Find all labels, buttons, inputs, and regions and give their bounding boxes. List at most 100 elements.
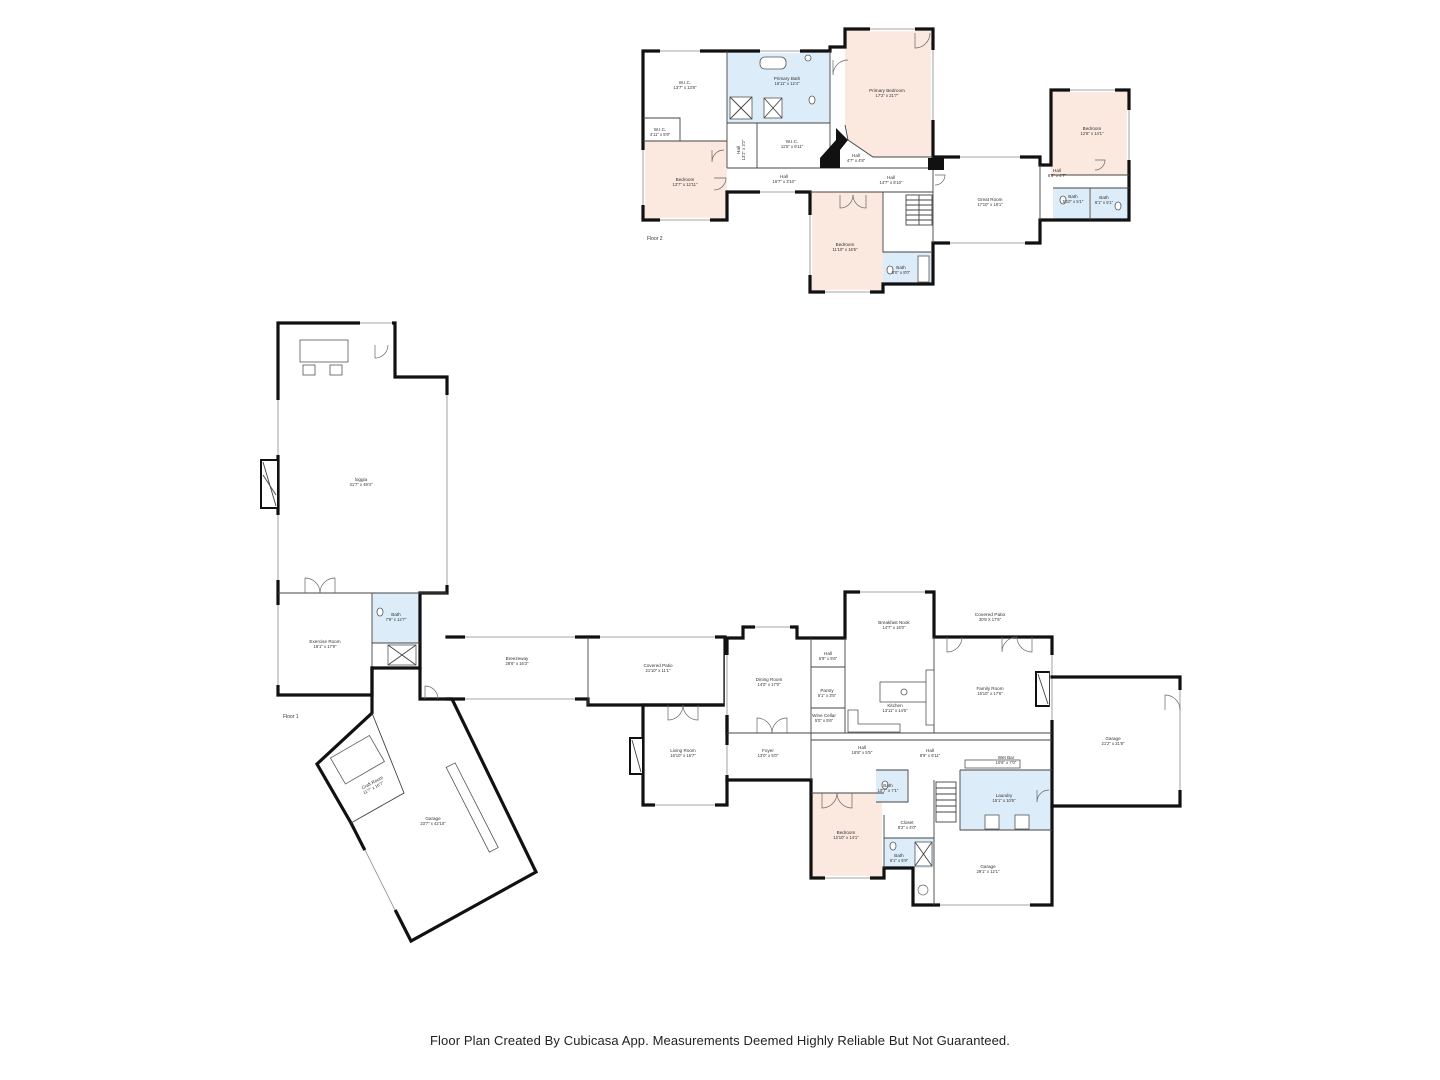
chimney-block: [820, 128, 848, 168]
room-dims: 13'11" x 14'6": [883, 708, 908, 713]
door-swing: [917, 884, 929, 896]
footer-disclaimer: Floor Plan Created By Cubicasa App. Meas…: [430, 1033, 1010, 1048]
west-wing-interior: [278, 592, 447, 668]
room-dims: 16'7" x 3'10": [773, 179, 796, 184]
shelf-icon: [445, 762, 499, 853]
bath-e2-fill: [1090, 188, 1128, 220]
room-label: Hall: [887, 175, 895, 180]
stool-icon: [302, 364, 316, 376]
door-swing: [682, 704, 699, 721]
room-label: Hall: [824, 651, 832, 656]
door-swing: [832, 59, 849, 76]
room-dims: 13'0" x 5'0": [758, 753, 779, 758]
room-label: Hall: [1053, 168, 1061, 173]
craft-room-wall: [350, 712, 405, 824]
room-label: Family Room: [976, 686, 1003, 691]
work-table-icon: [329, 734, 385, 785]
room-label: Closet: [900, 820, 914, 825]
door-swing: [304, 577, 321, 594]
room-dims: 16'10" x 17'6": [977, 691, 1003, 696]
bedroom-e-fill: [1051, 90, 1129, 175]
room-dims: 13'7" x 12'11": [673, 182, 698, 187]
bath-e1-fill: [1053, 188, 1089, 220]
room-label: W.I.C.: [786, 139, 799, 144]
door-swing: [934, 174, 946, 186]
room-label: Breezeway: [506, 656, 529, 661]
sink-icon: [804, 54, 812, 62]
room-label: Bedroom: [837, 830, 856, 835]
bath-l-fill: [372, 593, 420, 643]
room-dims: 5'1" x 3'5": [818, 693, 837, 698]
door-swing: [771, 717, 788, 734]
room-label: Garage: [425, 816, 441, 821]
room-dims: 23'7" x 42'10": [420, 821, 446, 826]
door-swing: [1016, 636, 1033, 653]
room-dims: 15'1" x 10'6": [993, 798, 1016, 803]
bathtub-icon: [759, 56, 787, 70]
room-label: Bath: [1068, 194, 1078, 199]
bedroom-s-fill: [810, 192, 883, 292]
room-dims: 10'7" x 7'1": [878, 788, 899, 793]
room-label: Breakfast Nook: [878, 620, 910, 625]
door-swing: [1164, 694, 1181, 711]
floor-2-label: Floor 2: [647, 236, 663, 242]
room-dims: 12'10" x 14'1": [833, 835, 859, 840]
room-dims: 11'5" x 6'11": [781, 144, 804, 149]
diagonal-garage-wall: [314, 666, 539, 944]
floor-2: W.I.C. 13'7" x 13'8" Primary Bath 16'11"…: [640, 26, 1132, 295]
floor-1-label: Floor 1: [283, 714, 299, 720]
door-swing: [319, 577, 336, 594]
toilet-icon: [808, 95, 816, 105]
room-dims: 16'8" x 5'5": [852, 750, 873, 755]
room-label: Hall: [852, 153, 860, 158]
room-label: Wet Bar: [998, 755, 1015, 760]
room-dims: 13'7" x 13'8": [674, 85, 697, 90]
door-swing: [711, 149, 725, 163]
door-swing: [946, 636, 963, 653]
room-label: Bath: [1099, 195, 1109, 200]
room-dims: 13'2" x 3'2": [741, 139, 746, 160]
room-dims: 8'1" x 5'9": [890, 858, 909, 863]
room-label: Bedroom: [836, 242, 855, 247]
room-label: Laundry: [996, 793, 1013, 798]
door-swing: [914, 32, 931, 49]
door-swing: [1001, 636, 1018, 653]
toilet-icon: [881, 780, 889, 790]
room-dims: 6'6" x 4'7": [1048, 173, 1067, 178]
room-label: Hall: [926, 748, 934, 753]
room-label: W.I.C.: [654, 127, 667, 132]
primary-bedroom-fill: [845, 29, 933, 157]
covered-patio-label: Covered Patio: [975, 612, 1006, 618]
stairs-f2: [905, 194, 933, 226]
room-label: Dining Room: [756, 677, 783, 682]
covered-patio-dims: 30'8 X 17'6": [979, 617, 1002, 622]
room-label: Bedroom: [676, 177, 695, 182]
column-block: [928, 158, 944, 170]
door-swing: [756, 717, 773, 734]
room-dims: 17'10" x 18'1": [977, 202, 1003, 207]
room-dims: 14'0" x 17'0": [758, 682, 781, 687]
room-dims: 4'11" x 5'9": [650, 132, 671, 137]
room-label: Bath: [391, 612, 401, 617]
kitchenette-counter-icon: [299, 339, 349, 363]
room-label: Hall: [780, 174, 788, 179]
shower-icon: [917, 255, 930, 283]
stairs-f1: [935, 781, 957, 823]
breezeway-walls: [445, 635, 727, 707]
room-label: Bath: [896, 265, 906, 270]
door-swing: [424, 685, 439, 700]
door-swing: [667, 704, 684, 721]
room-label: Primary Bath: [774, 76, 801, 81]
room-label: Bath: [883, 783, 893, 788]
floor-1: loggia 31'7" x 49'4" Exercise Room 18'1"…: [260, 320, 1183, 944]
counter-icon: [847, 709, 901, 733]
room-dims: 12'8" x 14'1": [1081, 131, 1104, 136]
wet-bar-counter-icon: [964, 759, 1021, 769]
sink-icon: [900, 688, 908, 696]
room-dims: 11'10" x 16'6": [833, 247, 858, 252]
room-label: Covered Patio: [643, 663, 673, 668]
room-dims: 16'11" x 12'4": [775, 81, 800, 86]
room-label: Exercise Room: [309, 639, 340, 644]
room-dims: 28'6" x 16'3": [506, 661, 529, 666]
